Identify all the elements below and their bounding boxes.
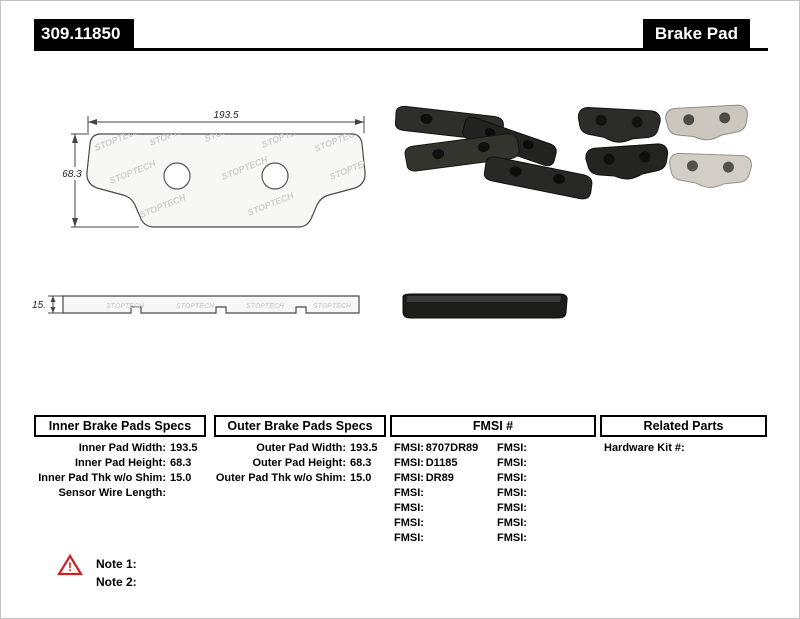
table-row: FMSI: DR89 FMSI: [390, 471, 596, 486]
mount-hole-left [163, 162, 191, 190]
pad-side-view-drawing: STOPTECH STOPTECH STOPTECH STOPTECH [62, 295, 360, 314]
svg-text:!: ! [68, 560, 72, 574]
pad-height-dimension: 68.3 [58, 133, 139, 228]
svg-text:STOPTECH: STOPTECH [246, 303, 285, 310]
spec-label: Sensor Wire Length: [58, 487, 166, 499]
product-type-title: Brake Pad [642, 19, 750, 48]
table-row: FMSI: FMSI: [390, 501, 596, 516]
fmsi-label: FMSI: [394, 442, 424, 454]
pad-thickness-label: 15. [32, 300, 46, 311]
fmsi-label: FMSI: [497, 532, 527, 544]
spec-value: 68.3 [170, 457, 192, 469]
fmsi-label: FMSI: [394, 487, 424, 499]
table-row: Sensor Wire Length: [34, 486, 206, 501]
spec-label: Inner Pad Thk w/o Shim: [38, 472, 166, 484]
fmsi-label: FMSI: [497, 457, 527, 469]
inner-specs-header: Inner Brake Pads Specs [34, 415, 206, 437]
pad-photo-light-bottom [669, 152, 752, 188]
table-row: FMSI: FMSI: [390, 516, 596, 531]
fmsi-value [529, 501, 596, 516]
warning-triangle-icon: ! [57, 554, 83, 576]
fmsi-label: FMSI: [394, 532, 424, 544]
fmsi-label: FMSI: [394, 502, 424, 514]
table-row: Outer Pad Thk w/o Shim: 15.0 [214, 471, 386, 486]
svg-text:STOPTECH: STOPTECH [313, 303, 352, 310]
fmsi-label: FMSI: [497, 502, 527, 514]
fmsi-value [529, 471, 596, 486]
pad-photo-angled-3 [404, 133, 520, 172]
pad-photo-dark-bottom [585, 143, 669, 180]
table-row: Outer Pad Height: 68.3 [214, 456, 386, 471]
table-row: Inner Pad Thk w/o Shim: 15.0 [34, 471, 206, 486]
fmsi-label: FMSI: [497, 472, 527, 484]
spec-value: 15.0 [350, 472, 372, 484]
pad-height-label: 68.3 [62, 169, 82, 180]
spec-label: Outer Pad Width: [256, 442, 346, 454]
pad-width-dimension: 193.5 [87, 110, 365, 133]
spec-label: Hardware Kit #: [604, 442, 685, 454]
spec-value: 193.5 [170, 442, 198, 454]
spec-value: 15.0 [170, 472, 192, 484]
outer-specs-table: Outer Pad Width: 193.5 Outer Pad Height:… [214, 441, 386, 486]
fmsi-value [426, 501, 493, 516]
note-1: Note 1: [96, 557, 137, 571]
pad-width-label: 193.5 [213, 110, 238, 121]
fmsi-label: FMSI: [497, 517, 527, 529]
note-2: Note 2: [96, 575, 137, 589]
fmsi-value [529, 516, 596, 531]
table-row: Inner Pad Width: 193.5 [34, 441, 206, 456]
part-number: 309.11850 [34, 19, 135, 48]
spec-value: 68.3 [350, 457, 372, 469]
svg-text:STOPTECH: STOPTECH [106, 303, 145, 310]
fmsi-value: D1185 [425, 457, 458, 469]
table-row: FMSI: 8707DR89 FMSI: [390, 441, 596, 456]
fmsi-value [529, 441, 596, 456]
mount-hole-right [261, 162, 289, 190]
fmsi-header: FMSI # [390, 415, 596, 437]
table-row: Inner Pad Height: 68.3 [34, 456, 206, 471]
pad-photo-side-view [402, 293, 568, 319]
diagrams-and-photos: 193.5 68.3 STOPTECH STOPTECH STOPTECH ST… [32, 104, 752, 319]
svg-text:STOPTECH: STOPTECH [176, 303, 215, 310]
table-row: FMSI: FMSI: [390, 486, 596, 501]
table-row: Hardware Kit #: [600, 441, 767, 456]
fmsi-label: FMSI: [497, 487, 527, 499]
fmsi-label: FMSI: [394, 517, 424, 529]
fmsi-value: 8707DR89 [425, 442, 479, 454]
outer-specs-header: Outer Brake Pads Specs [214, 415, 386, 437]
spec-label: Outer Pad Thk w/o Shim: [215, 472, 346, 484]
pad-photo-angled-4 [483, 156, 593, 200]
related-parts-header: Related Parts [600, 415, 767, 437]
fmsi-value [426, 516, 493, 531]
fmsi-value [529, 456, 596, 471]
pad-thickness-dimension: 15. [32, 295, 63, 314]
table-row: FMSI: D1185 FMSI: [390, 456, 596, 471]
pad-photo-dark-top [577, 107, 661, 143]
pad-photo-light-top [665, 104, 749, 141]
fmsi-value: DR89 [425, 472, 454, 484]
fmsi-value [529, 531, 596, 546]
inner-specs-table: Inner Pad Width: 193.5 Inner Pad Height:… [34, 441, 206, 501]
spec-label: Outer Pad Height: [252, 457, 346, 469]
fmsi-table: FMSI: 8707DR89 FMSI: FMSI: D1185 FMSI: F… [390, 441, 596, 546]
pad-front-view-drawing: STOPTECH STOPTECH STOPTECH STOPTECH STOP… [86, 133, 366, 228]
spec-label: Inner Pad Width: [78, 442, 166, 454]
table-row: FMSI: FMSI: [390, 531, 596, 546]
fmsi-label: FMSI: [497, 442, 527, 454]
related-parts-table: Hardware Kit #: [600, 441, 767, 456]
fmsi-value [529, 486, 596, 501]
fmsi-label: FMSI: [394, 457, 424, 469]
header: 309.11850 Brake Pad [34, 19, 768, 51]
fmsi-value [426, 486, 493, 501]
fmsi-value [426, 531, 493, 546]
table-row: Outer Pad Width: 193.5 [214, 441, 386, 456]
spec-value: 193.5 [350, 442, 378, 454]
fmsi-label: FMSI: [394, 472, 424, 484]
spec-label: Inner Pad Height: [74, 457, 166, 469]
